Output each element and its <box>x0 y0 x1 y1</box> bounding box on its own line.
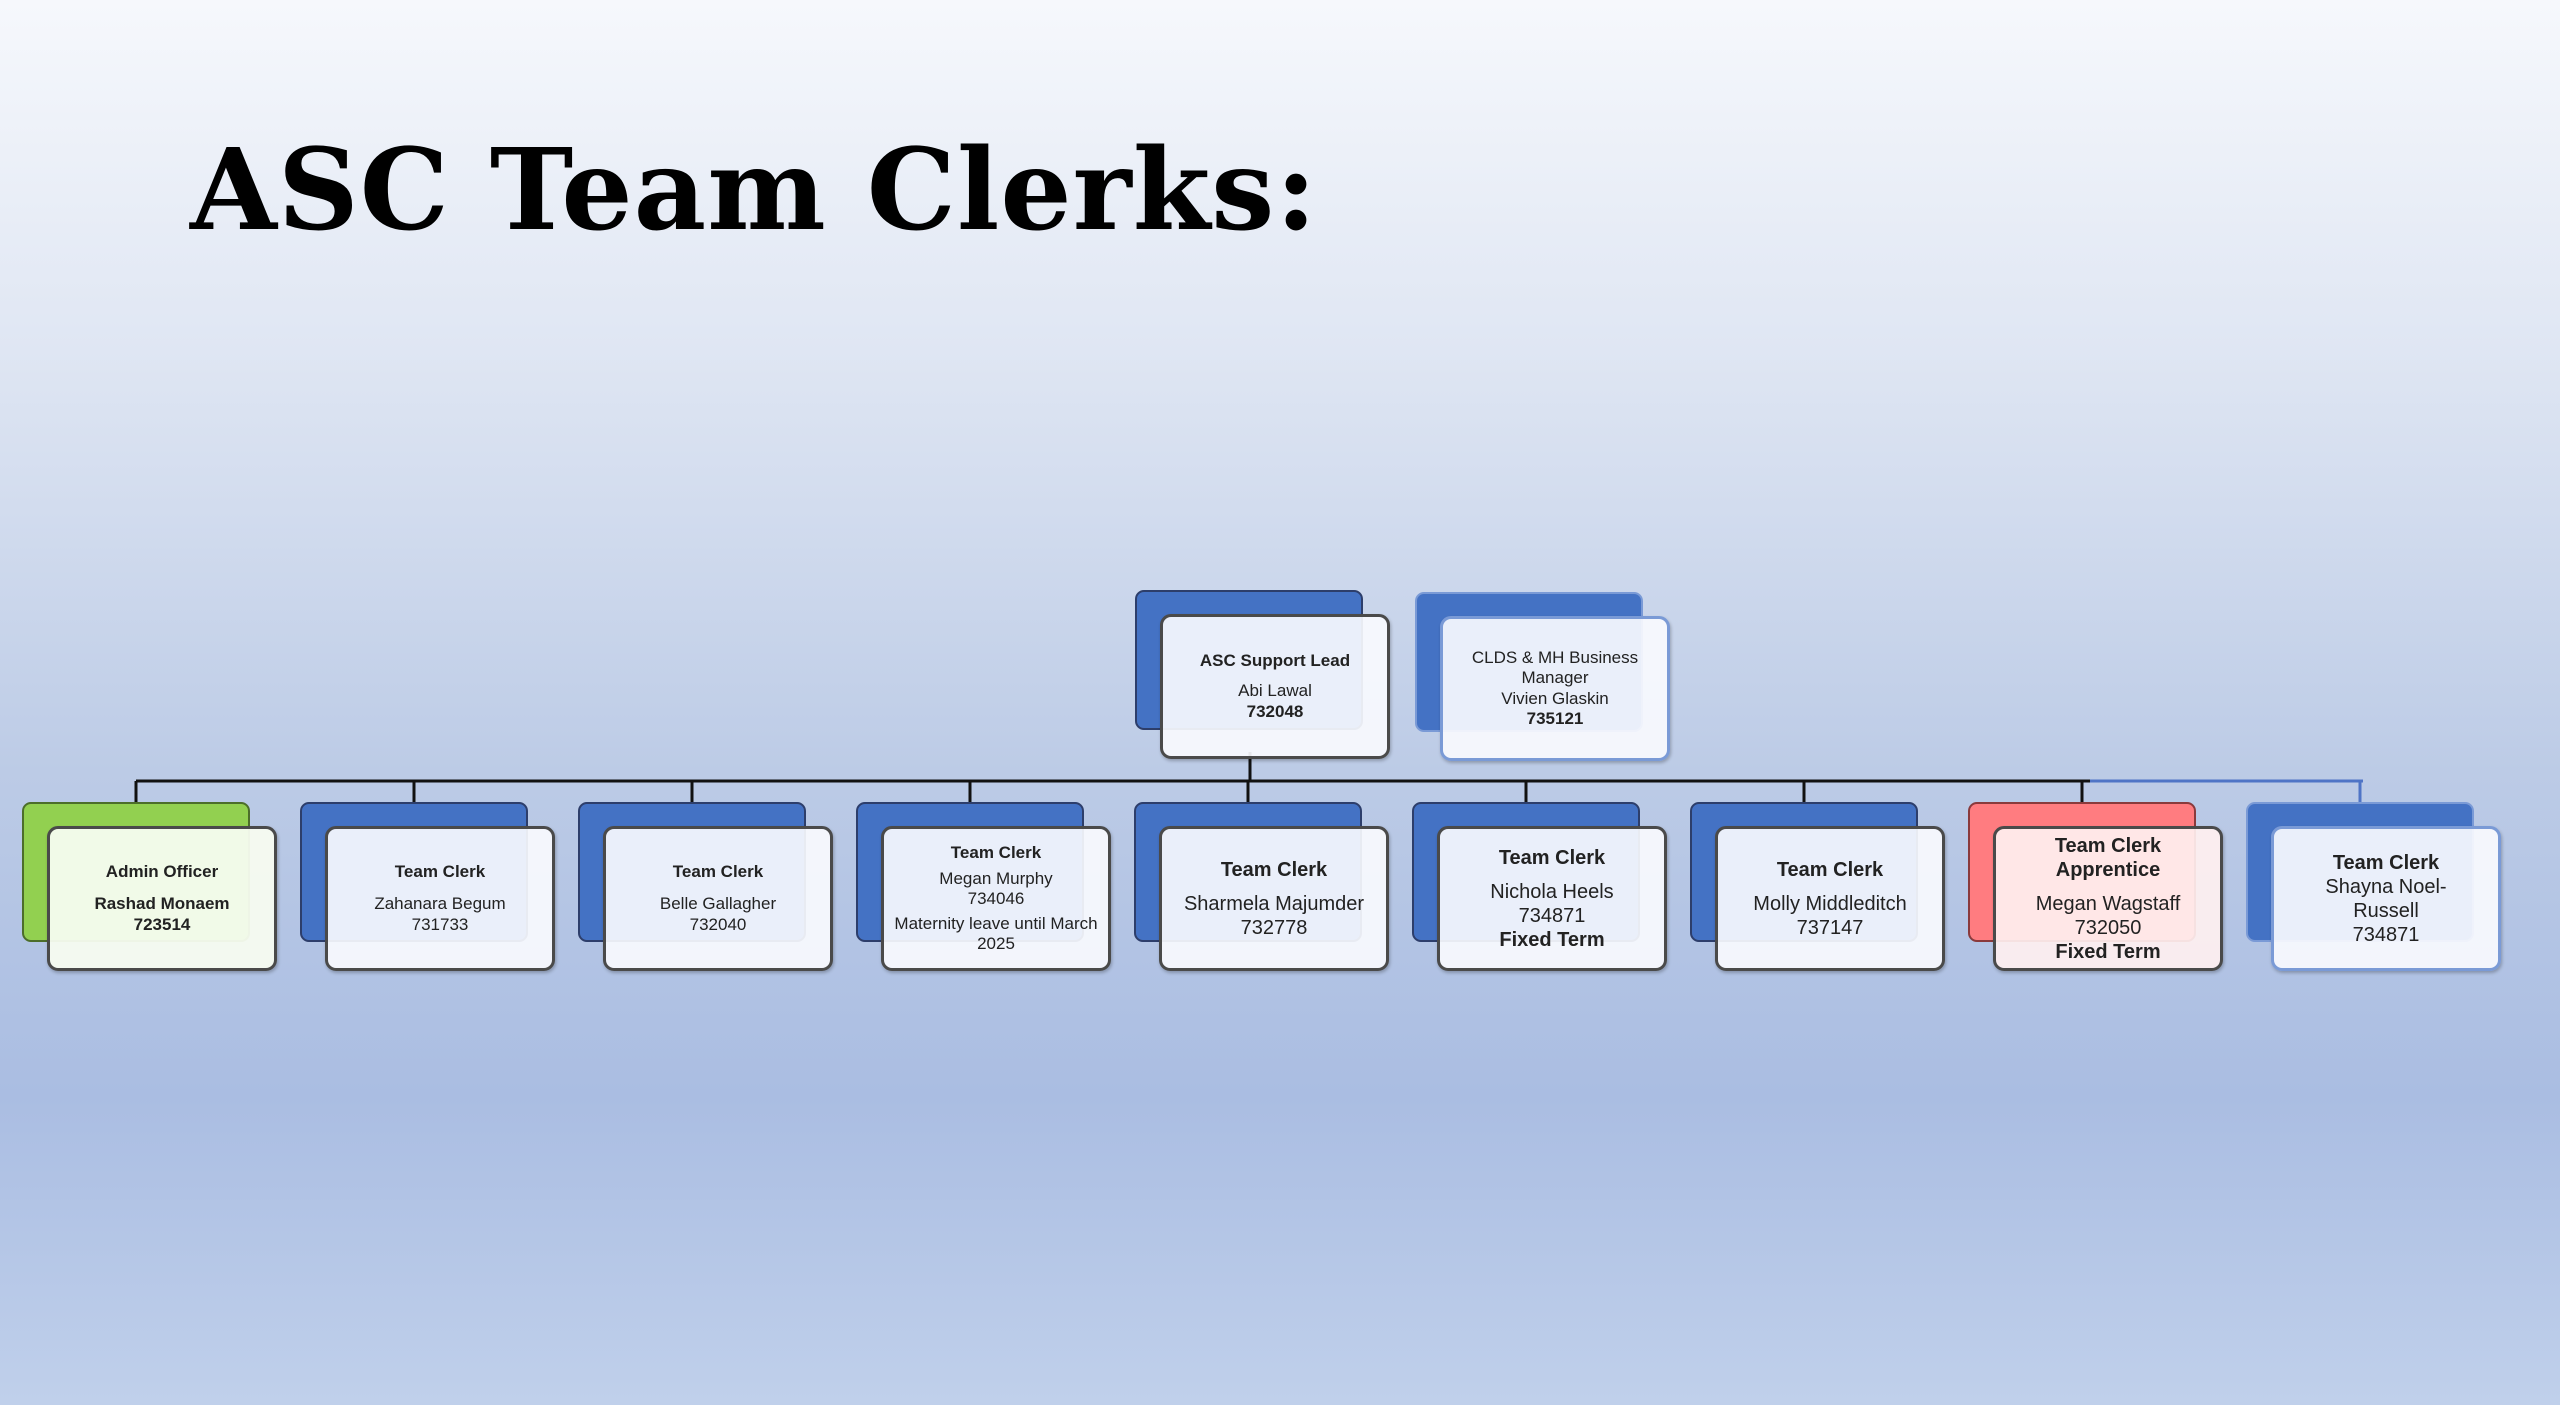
node-number: 732050 <box>2074 916 2142 939</box>
node-card: Team Clerk Shayna Noel- Russell 734871 <box>2271 826 2501 971</box>
node-card: Team Clerk Nichola Heels 734871 Fixed Te… <box>1437 826 1667 971</box>
node-role: Team Clerk <box>2332 851 2440 874</box>
node-note: Fixed Term <box>2055 940 2161 963</box>
slide-title: ASC Team Clerks: <box>190 125 1318 256</box>
node-role: Team Clerk <box>394 861 486 881</box>
node-role: CLDS & MH Business Manager <box>1471 647 1639 688</box>
node-role: Team Clerk <box>950 842 1042 862</box>
node-card: Admin Officer Rashad Monaem 723514 <box>47 826 277 971</box>
node-name: Megan Wagstaff <box>2035 892 2181 915</box>
org-node-team-clerk-apprentice[interactable]: Team Clerk Apprentice Megan Wagstaff 732… <box>1968 802 2223 971</box>
node-name: Vivien Glaskin <box>1501 688 1609 708</box>
node-role: Team Clerk <box>1498 846 1606 869</box>
node-card: ASC Support Lead Abi Lawal 732048 <box>1160 614 1390 759</box>
org-node-team-clerk-2[interactable]: Team Clerk Belle Gallagher 732040 <box>578 802 833 971</box>
node-name: Abi Lawal <box>1238 681 1312 701</box>
node-name: Sharmela Majumder <box>1183 892 1365 915</box>
node-number: 723514 <box>133 914 191 934</box>
node-note: Maternity leave until March 2025 <box>894 913 1098 954</box>
node-name: Rashad Monaem <box>94 894 230 914</box>
node-name: Nichola Heels <box>1490 880 1614 903</box>
node-card: Team Clerk Apprentice Megan Wagstaff 732… <box>1993 826 2223 971</box>
node-number: 731733 <box>411 914 469 934</box>
node-card: Team Clerk Sharmela Majumder 732778 <box>1159 826 1389 971</box>
node-name: Belle Gallagher <box>659 894 777 914</box>
org-node-team-clerk-1[interactable]: Team Clerk Zahanara Begum 731733 <box>300 802 555 971</box>
node-number: 737147 <box>1796 916 1864 939</box>
node-number: 734046 <box>967 889 1025 909</box>
node-role: Team Clerk <box>1776 858 1884 881</box>
node-role: Team Clerk Apprentice <box>2054 834 2162 881</box>
node-role: ASC Support Lead <box>1199 650 1351 670</box>
connector-drop-lines <box>134 781 2362 804</box>
node-role: Team Clerk <box>1220 858 1328 881</box>
node-role: Team Clerk <box>672 861 764 881</box>
node-number: 732778 <box>1240 916 1308 939</box>
node-name: Zahanara Begum <box>374 894 506 914</box>
node-card: Team Clerk Molly Middleditch 737147 <box>1715 826 1945 971</box>
org-node-team-clerk-3[interactable]: Team Clerk Megan Murphy 734046 Maternity… <box>856 802 1111 971</box>
node-name: Molly Middleditch <box>1753 892 1907 915</box>
node-card: CLDS & MH Business Manager Vivien Glaski… <box>1440 616 1670 761</box>
org-node-team-clerk-6[interactable]: Team Clerk Molly Middleditch 737147 <box>1690 802 1945 971</box>
node-note: Fixed Term <box>1499 928 1605 951</box>
node-number: 734871 <box>1518 904 1586 927</box>
node-role: Admin Officer <box>105 861 219 881</box>
org-node-team-clerk-7[interactable]: Team Clerk Shayna Noel- Russell 734871 <box>2246 802 2501 971</box>
org-node-business-manager[interactable]: CLDS & MH Business Manager Vivien Glaski… <box>1415 592 1670 761</box>
node-number: 735121 <box>1526 708 1584 728</box>
node-number: 734871 <box>2352 923 2420 946</box>
node-name: Megan Murphy <box>939 868 1053 888</box>
org-node-asc-support-lead[interactable]: ASC Support Lead Abi Lawal 732048 <box>1135 590 1390 759</box>
node-card: Team Clerk Zahanara Begum 731733 <box>325 826 555 971</box>
org-node-team-clerk-4[interactable]: Team Clerk Sharmela Majumder 732778 <box>1134 802 1389 971</box>
node-number: 732040 <box>689 914 747 934</box>
org-node-admin-officer[interactable]: Admin Officer Rashad Monaem 723514 <box>22 802 277 971</box>
org-node-team-clerk-5[interactable]: Team Clerk Nichola Heels 734871 Fixed Te… <box>1412 802 1667 971</box>
node-card: Team Clerk Megan Murphy 734046 Maternity… <box>881 826 1111 971</box>
node-number: 732048 <box>1246 701 1304 721</box>
node-name: Shayna Noel- Russell <box>2325 875 2447 922</box>
node-card: Team Clerk Belle Gallagher 732040 <box>603 826 833 971</box>
